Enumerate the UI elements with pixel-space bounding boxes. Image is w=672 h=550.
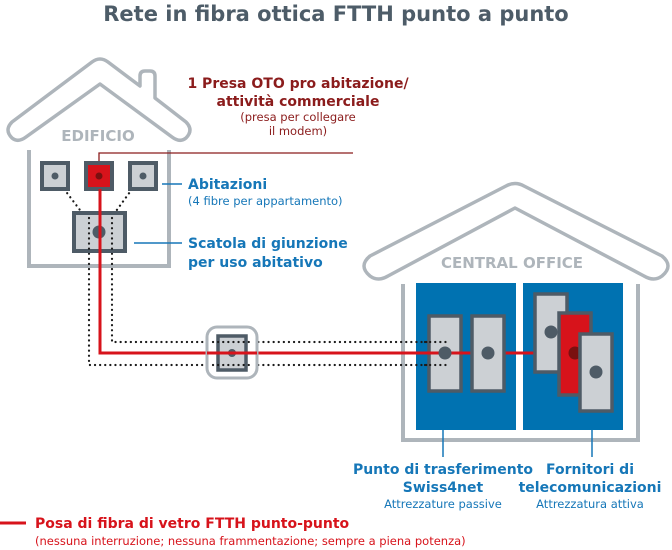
provider-device-front: [578, 332, 614, 413]
transfer-sub: Attrezzature passive: [384, 497, 502, 511]
dotted-fibre-outer: [87, 216, 448, 367]
central-office-label: CENTRAL OFFICE: [441, 254, 583, 272]
fornitori-title-line2: telecomunicazioni: [519, 480, 662, 496]
dotted-fibre-left-dwelling: [59, 183, 88, 220]
fornitori-title-line1: Fornitori di: [546, 462, 634, 478]
scatola-title-line1: Scatola di giunzione: [188, 236, 348, 252]
abitazioni-sub: (4 fibre per appartamento): [188, 194, 343, 208]
dotted-fibre-inner: [110, 216, 448, 344]
oto-sub-line2: il modem): [269, 124, 327, 138]
transfer-title-line1: Punto di trasferimento: [353, 462, 533, 478]
transfer-title-line2: Swiss4net: [403, 480, 484, 496]
legend-title: Posa di fibra di vetro FTTH punto-punto: [35, 516, 350, 532]
transfer-panel-b: [470, 314, 506, 393]
edificio-roof: [6, 57, 192, 142]
diagram-title: Rete in fibra ottica FTTH punto a punto: [103, 2, 569, 26]
edificio-label: EDIFICIO: [61, 127, 134, 145]
transfer-panel-a-port: [438, 346, 452, 360]
oto-socket: [84, 161, 114, 191]
legend-sub: (nessuna interruzione; nessuna frammenta…: [35, 534, 466, 548]
edificio-house: EDIFICIO: [6, 57, 192, 268]
oto-callout-line: [98, 152, 353, 163]
dotted-fibre-right-dwelling: [109, 183, 137, 220]
oto-title-line1: 1 Presa OTO pro abitazione/: [187, 76, 409, 92]
abitazioni-title: Abitazioni: [188, 177, 267, 193]
legend: Posa di fibra di vetro FTTH punto-punto …: [0, 516, 466, 548]
central-office-house: CENTRAL OFFICE: [362, 181, 670, 442]
dwelling-socket-right: [128, 161, 158, 191]
oto-title-line2: attività commerciale: [217, 94, 380, 110]
scatola-title-line2: per uso abitativo: [188, 255, 323, 271]
central-office-roof: [362, 181, 670, 281]
central-office-walls: [401, 284, 640, 442]
oto-sub-line1: (presa per collegare: [240, 110, 356, 124]
fornitori-sub: Attrezzatura attiva: [536, 497, 644, 511]
dotted-fibres: [59, 183, 448, 367]
dwelling-socket-left: [40, 161, 70, 191]
